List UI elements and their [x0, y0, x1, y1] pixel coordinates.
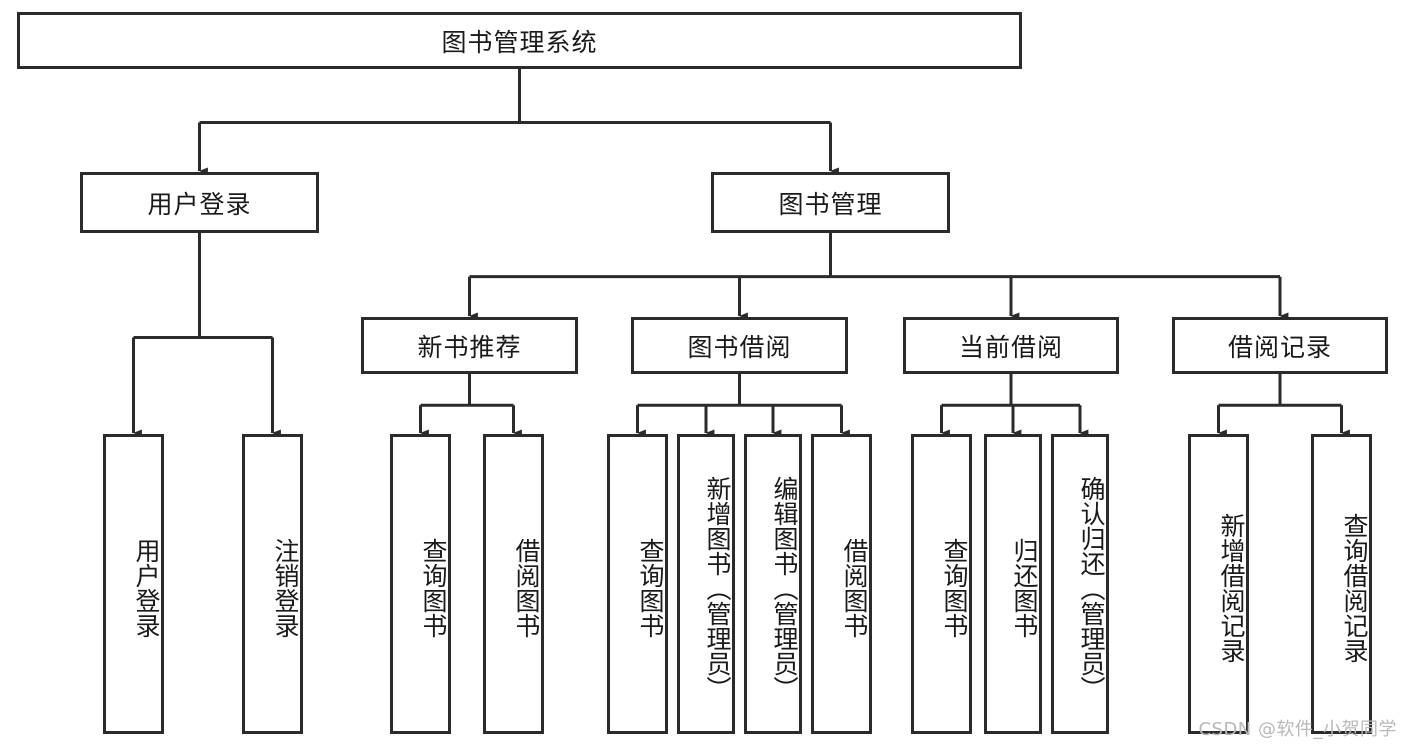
node-leaf-borrow-book-1[interactable]: 借阅图书: [483, 434, 544, 734]
csdn-watermark: CSDN @软件_小贺同学: [1198, 719, 1397, 740]
node-leaf-user-login[interactable]: 用户登录: [103, 434, 164, 734]
node-leaf-query-book-2[interactable]: 查询图书: [607, 434, 668, 734]
node-leaf-query-book-2-label: 查询图书: [636, 538, 665, 638]
node-leaf-return-book-label: 归还图书: [1010, 538, 1039, 638]
node-leaf-user-login-label: 用户登录: [132, 538, 161, 638]
node-leaf-return-book[interactable]: 归还图书: [984, 434, 1042, 734]
node-user-login-label: 用户登录: [147, 189, 252, 219]
node-leaf-add-book[interactable]: 新增图书（管理员）: [677, 434, 735, 734]
node-leaf-edit-book[interactable]: 编辑图书（管理员）: [744, 434, 802, 734]
node-root[interactable]: 图书管理系统: [17, 12, 1022, 69]
node-borrow-record-label: 借阅记录: [1227, 332, 1332, 362]
node-leaf-borrow-book-1-label: 借阅图书: [512, 538, 541, 638]
node-leaf-query-record[interactable]: 查询借阅记录: [1311, 434, 1372, 734]
node-borrow-record[interactable]: 借阅记录: [1172, 317, 1388, 374]
node-leaf-query-book-1-label: 查询图书: [419, 538, 448, 638]
node-leaf-query-book-3[interactable]: 查询图书: [911, 434, 972, 734]
node-leaf-add-book-label: 新增图书（管理员）: [703, 475, 732, 701]
node-leaf-query-book-1[interactable]: 查询图书: [390, 434, 451, 734]
node-leaf-borrow-book-2[interactable]: 借阅图书: [811, 434, 872, 734]
node-current-borrow[interactable]: 当前借阅: [903, 317, 1119, 374]
node-book-manage-label: 图书管理: [778, 189, 883, 219]
node-leaf-confirm-return[interactable]: 确认归还（管理员）: [1051, 434, 1109, 734]
node-new-book-recommend[interactable]: 新书推荐: [361, 317, 578, 374]
node-leaf-logout-label: 注销登录: [271, 538, 300, 638]
node-book-manage[interactable]: 图书管理: [711, 172, 950, 233]
node-leaf-add-record-label: 新增借阅记录: [1217, 513, 1246, 663]
node-current-borrow-label: 当前借阅: [958, 332, 1063, 362]
node-leaf-add-record[interactable]: 新增借阅记录: [1188, 434, 1249, 734]
node-user-login[interactable]: 用户登录: [80, 172, 319, 233]
node-new-book-recommend-label: 新书推荐: [417, 332, 522, 362]
node-book-borrow-label: 图书借阅: [687, 332, 792, 362]
node-leaf-confirm-return-label: 确认归还（管理员）: [1077, 475, 1106, 701]
node-root-label: 图书管理系统: [441, 27, 598, 57]
node-leaf-logout[interactable]: 注销登录: [242, 434, 303, 734]
node-leaf-edit-book-label: 编辑图书（管理员）: [770, 475, 799, 701]
node-leaf-query-record-label: 查询借阅记录: [1340, 513, 1369, 663]
node-book-borrow[interactable]: 图书借阅: [631, 317, 848, 374]
node-leaf-borrow-book-2-label: 借阅图书: [840, 538, 869, 638]
node-leaf-query-book-3-label: 查询图书: [940, 538, 969, 638]
